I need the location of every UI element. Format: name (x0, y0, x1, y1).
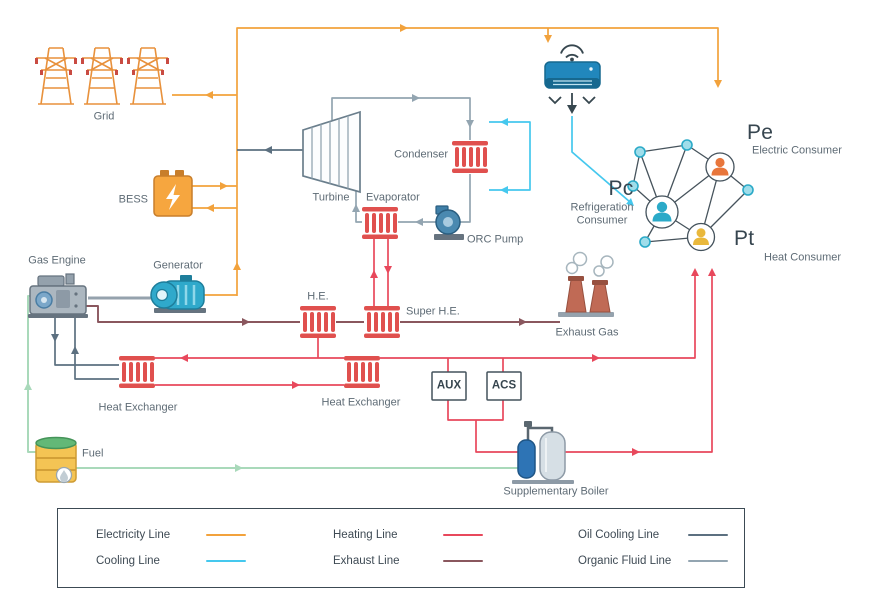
aux-box (431, 371, 467, 401)
legend: Electricity Line Cooling Line Heating Li… (57, 508, 745, 588)
bess-icon (153, 170, 193, 217)
legend-label: Organic Fluid Line (578, 555, 672, 567)
electricity-lines (172, 27, 719, 296)
super-he-icon (364, 306, 400, 338)
fuel-label: Fuel (82, 447, 104, 460)
orc-pump-icon (434, 205, 464, 240)
generator-label: Generator (153, 259, 203, 272)
exhaust-gas-label: Exhaust Gas (555, 326, 619, 339)
exhaust-lines (86, 305, 560, 323)
grid-icon (34, 47, 170, 105)
droplet-icon (60, 470, 68, 482)
legend-item-cooling: Cooling Line (96, 555, 246, 567)
exhaust-arrows (242, 318, 527, 326)
exhaust-gas-icon (558, 251, 614, 317)
fuel-arrows (24, 382, 243, 472)
he-icon (300, 306, 336, 338)
gas-engine-icon (28, 273, 88, 318)
generator-icon (150, 275, 206, 313)
legend-item-organic: Organic Fluid Line (578, 555, 728, 567)
evaporator-icon (362, 207, 398, 239)
heat-exchanger-oil-label: Heat Exchanger (98, 401, 178, 414)
pc-label: Pc (608, 176, 634, 200)
pt-label: Pt (734, 226, 755, 250)
oil-arrows (51, 146, 272, 354)
gas-engine-label: Gas Engine (28, 254, 86, 267)
orc-pump-label: ORC Pump (467, 233, 524, 246)
turbine-label: Turbine (312, 191, 350, 204)
heat-exchanger-mid-icon (344, 356, 380, 388)
super-he-label: Super H.E. (406, 305, 460, 318)
network-nodes (627, 139, 754, 248)
electric-consumer-icon (705, 152, 735, 182)
wifi-icon (560, 44, 584, 59)
airflow-arrow-icon (567, 105, 577, 114)
acs-label: ACS (491, 379, 517, 392)
heat-exchanger-oil-icon (119, 356, 155, 388)
air-conditioner-icon (544, 44, 601, 114)
he-label: H.E. (307, 290, 329, 303)
heat-exchanger-mid-label: Heat Exchanger (321, 396, 401, 409)
condenser-icon (452, 141, 488, 173)
cooling-arrows (500, 118, 634, 206)
legend-swatch-heating (443, 533, 483, 537)
acs-box (486, 371, 522, 401)
legend-label: Heating Line (333, 529, 398, 541)
evaporator-label: Evaporator (366, 191, 420, 204)
turbine-icon (302, 110, 361, 194)
lightning-icon (166, 184, 180, 210)
legend-label: Exhaust Line (333, 555, 400, 567)
aux-label: AUX (436, 379, 462, 392)
organic-arrows (352, 94, 474, 226)
refrigeration-consumer-label: Refrigeration Consumer (570, 201, 634, 226)
legend-item-exhaust: Exhaust Line (333, 555, 483, 567)
consumer-network (627, 139, 754, 252)
pe-label: Pe (747, 120, 774, 144)
legend-item-electricity: Electricity Line (96, 529, 246, 541)
heating-lines (155, 239, 713, 453)
legend-label: Oil Cooling Line (578, 529, 660, 541)
electric-consumer-label: Electric Consumer (752, 144, 842, 157)
organic-fluid-lines (331, 97, 471, 223)
legend-label: Cooling Line (96, 555, 160, 567)
cooling-lines (489, 116, 631, 203)
heat-consumer-label: Heat Consumer (764, 251, 842, 264)
heat-consumer-icon (686, 222, 716, 252)
fuel-lines (27, 295, 518, 469)
boiler-label: Supplementary Boiler (503, 485, 609, 498)
grid-label: Grid (93, 110, 115, 123)
fuel-icon (35, 436, 77, 484)
boiler-icon (512, 421, 574, 484)
legend-swatch-oil (688, 533, 728, 537)
legend-item-oil: Oil Cooling Line (578, 529, 728, 541)
legend-swatch-cooling (206, 559, 246, 563)
legend-item-heating: Heating Line (333, 529, 483, 541)
bess-label: BESS (118, 193, 148, 206)
legend-label: Electricity Line (96, 529, 171, 541)
condenser-label: Condenser (394, 148, 448, 161)
legend-swatch-organic (688, 559, 728, 563)
legend-swatch-electricity (206, 533, 246, 537)
electricity-arrows (205, 24, 722, 270)
refrigeration-consumer-icon (645, 195, 679, 229)
heating-arrows (180, 266, 716, 456)
legend-swatch-exhaust (443, 559, 483, 563)
